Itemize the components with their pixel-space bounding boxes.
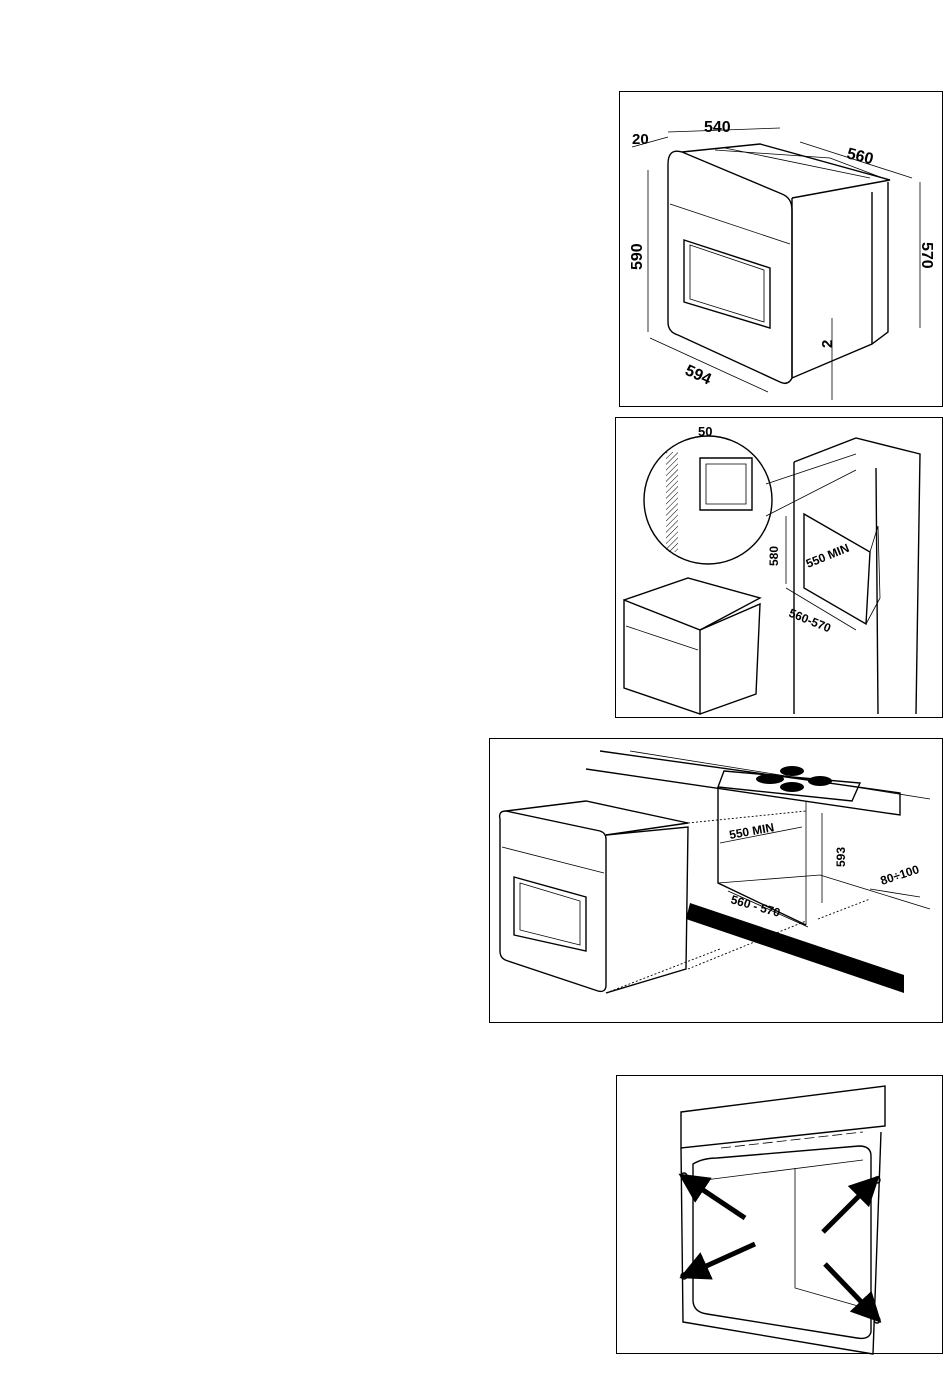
dim-height-label: 580 — [767, 546, 781, 566]
oven-front — [500, 811, 606, 991]
oven-door-window — [514, 877, 586, 951]
oven-door-window — [684, 240, 770, 328]
arrow-icon — [823, 1186, 869, 1232]
hob-burner — [808, 776, 832, 786]
dim-height-front-label: 590 — [629, 243, 646, 270]
oven-cavity-opening — [693, 1146, 871, 1338]
column-cabinet — [794, 438, 920, 714]
control-panel-line — [670, 204, 790, 244]
undercounter-installation-drawing: 550 MIN 593 560 - 570 80÷100 — [490, 739, 944, 1024]
dim-depth-label: 560 - 570 — [729, 892, 782, 920]
hob-burner — [756, 774, 784, 784]
dim-depth-side-label: 560 — [845, 145, 875, 168]
control-panel — [681, 1086, 885, 1148]
dim-depth-front-label: 20 — [632, 131, 649, 148]
dim-height-label: 593 — [834, 847, 848, 867]
dim-width-top-label: 540 — [704, 119, 731, 136]
dim-width-min-label: 550 MIN — [728, 820, 775, 842]
oven-side-face — [792, 182, 888, 378]
plinth-band — [686, 903, 904, 993]
dim-vent-label: 80÷100 — [879, 862, 922, 888]
oven-front-face — [668, 151, 792, 383]
arrow-icon — [691, 1182, 745, 1218]
column-installation-drawing: 50 580 550 MIN 560-570 — [616, 418, 944, 719]
figure-fixing-screws — [616, 1075, 943, 1354]
detail-circle — [644, 436, 772, 564]
figure-undercounter-installation: 550 MIN 593 560 - 570 80÷100 — [489, 738, 943, 1023]
fixing-screws-drawing — [617, 1076, 944, 1355]
dim-width-min-label: 550 MIN — [804, 541, 851, 571]
dim-clearance-label: 50 — [698, 424, 712, 439]
oven-frame — [681, 1132, 881, 1354]
arrow-icon — [693, 1244, 755, 1272]
column-niche — [804, 514, 870, 624]
arrow-icon — [825, 1264, 871, 1312]
hob-burner — [780, 782, 804, 792]
small-oven-front — [624, 600, 700, 714]
dim-width-bottom-label: 594 — [682, 362, 713, 388]
dim-height-side-label: 570 — [918, 242, 935, 269]
figure-oven-dimensions: 20 540 560 590 570 594 2 — [619, 91, 943, 407]
oven-dimensions-drawing: 20 540 560 590 570 594 2 — [620, 92, 944, 408]
hob-burner — [780, 766, 804, 776]
figure-column-installation: 50 580 550 MIN 560-570 — [615, 417, 943, 718]
dim-gap-label: 2 — [819, 340, 836, 348]
